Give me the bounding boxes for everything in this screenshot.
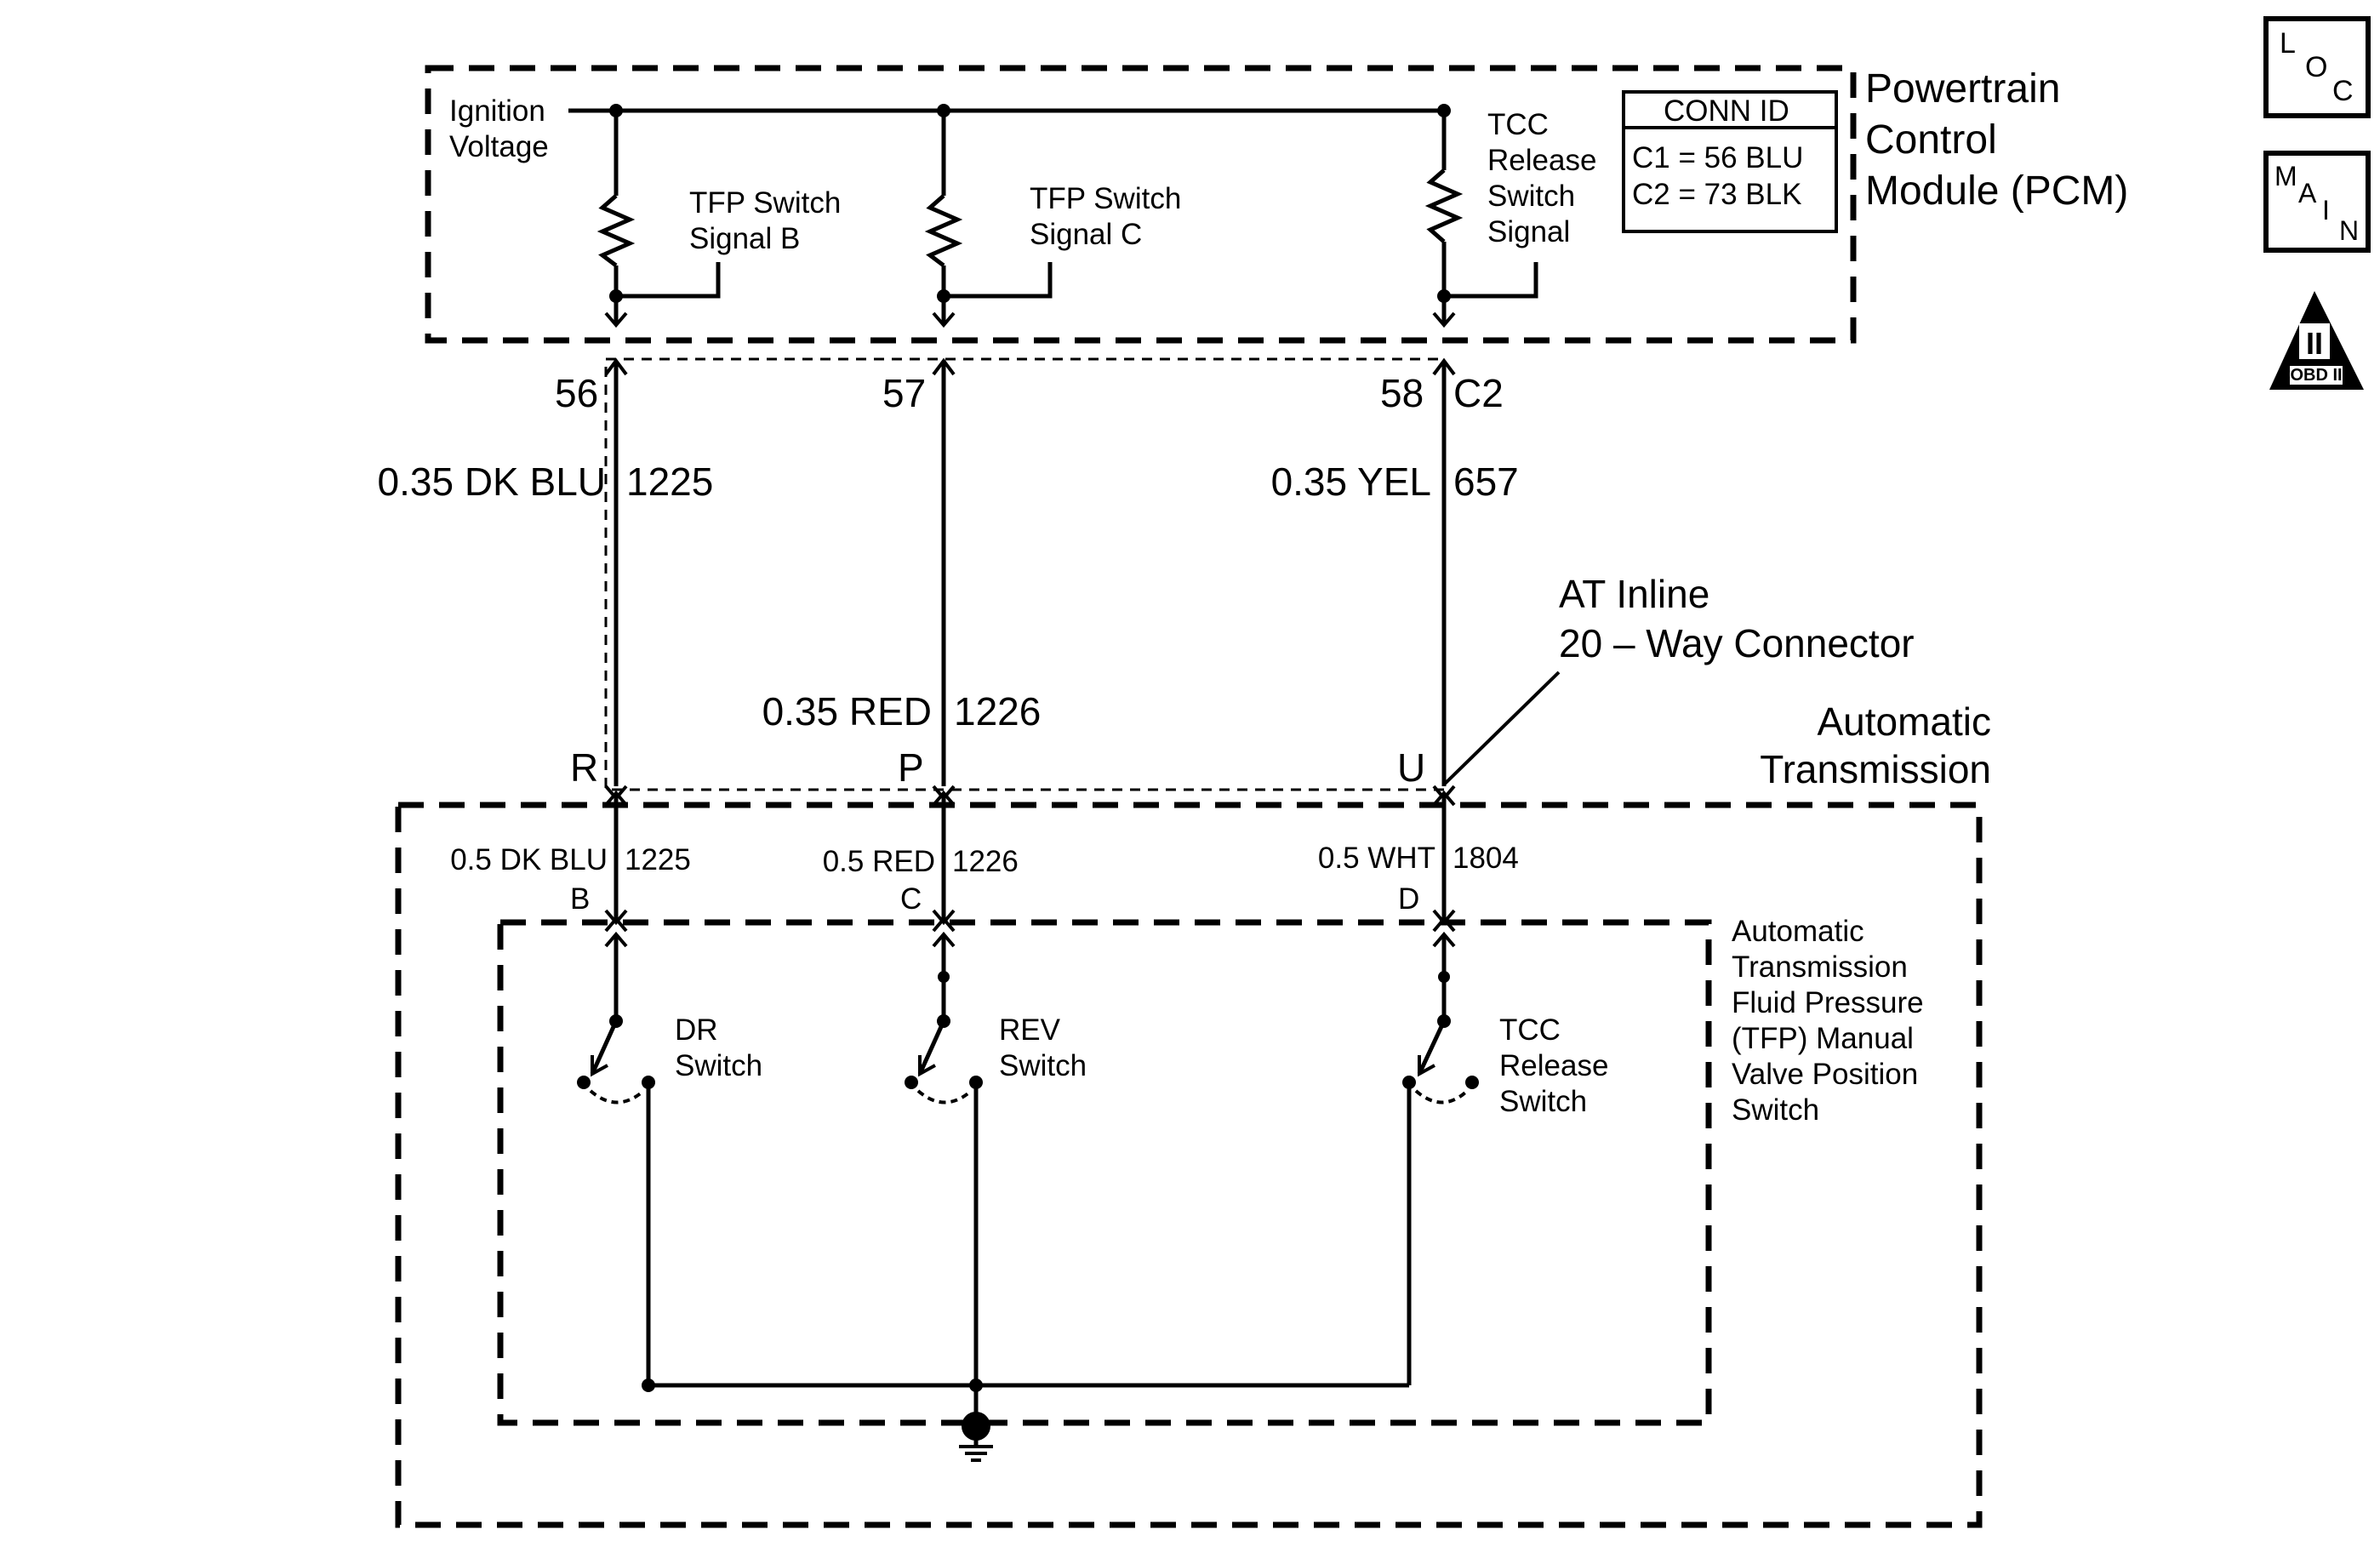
wire-1226-upper-circuit: 1226 bbox=[954, 689, 1041, 733]
wire-1225-upper-circuit: 1225 bbox=[626, 459, 713, 504]
pcm-title: Powertrain Control Module (PCM) bbox=[1865, 66, 2128, 214]
wire-dk-blu-upper-label: 0.35 DK BLU bbox=[378, 459, 606, 504]
svg-text:OBD II: OBD II bbox=[2290, 366, 2342, 385]
conn-id-table: CONN ID C1 = 56 BLU C2 = 73 BLK bbox=[1622, 90, 1838, 233]
svg-text:Valve Position: Valve Position bbox=[1732, 1058, 1918, 1091]
pcm-branch-tcc bbox=[1424, 111, 1538, 328]
svg-text:TFP Switch: TFP Switch bbox=[1030, 182, 1181, 215]
wire-yel-label: 0.35 YEL bbox=[1271, 459, 1431, 504]
svg-text:Automatic: Automatic bbox=[1817, 699, 1991, 744]
svg-text:M: M bbox=[2274, 161, 2297, 191]
tcc-release-signal-label: TCC Release Switch Signal bbox=[1487, 108, 1596, 248]
svg-text:Release: Release bbox=[1487, 144, 1596, 177]
pin-56-label: 56 bbox=[555, 371, 598, 415]
svg-text:Switch: Switch bbox=[675, 1049, 762, 1082]
transmission-boundary bbox=[395, 802, 1983, 1528]
automatic-transmission-label: Automatic Transmission bbox=[1760, 699, 1991, 791]
ground-bus bbox=[642, 1378, 1409, 1423]
inline-pin-r: R bbox=[570, 745, 598, 790]
wire-1225-lower-circuit: 1225 bbox=[625, 843, 691, 876]
connector-c2-label: C2 bbox=[1453, 371, 1504, 415]
svg-text:Transmission: Transmission bbox=[1732, 950, 1908, 984]
svg-text:Switch: Switch bbox=[999, 1049, 1087, 1082]
tfp-switch-boundary bbox=[497, 919, 1712, 1426]
pcm-branch-signal-c bbox=[924, 111, 1053, 328]
pullup-resistor-c bbox=[924, 194, 963, 267]
svg-text:Ignition: Ignition bbox=[449, 94, 545, 128]
svg-text:I: I bbox=[2322, 195, 2330, 225]
inline-pin-p: P bbox=[898, 745, 924, 790]
tfp-switch-label: Automatic Transmission Fluid Pressure (T… bbox=[1732, 915, 1924, 1127]
dr-switch-label: DR Switch bbox=[675, 1013, 762, 1082]
signal-c-label: TFP Switch Signal C bbox=[1030, 182, 1181, 251]
pcm-terminal-b-arrow bbox=[604, 311, 628, 328]
conn-id-row-c2: C2 = 73 BLK bbox=[1632, 178, 1801, 211]
wire-red-upper-label: 0.35 RED bbox=[762, 689, 932, 733]
svg-text:Signal C: Signal C bbox=[1030, 218, 1142, 251]
pcm-terminal-c-arrow bbox=[932, 311, 956, 328]
svg-text:TCC: TCC bbox=[1499, 1013, 1561, 1047]
svg-text:Switch: Switch bbox=[1732, 1093, 1819, 1127]
svg-text:O: O bbox=[2305, 51, 2327, 83]
svg-text:Voltage: Voltage bbox=[449, 130, 549, 163]
svg-text:C: C bbox=[2332, 75, 2354, 107]
pcm-terminal-tcc-arrow bbox=[1432, 311, 1456, 328]
wire-red-lower-label: 0.5 RED bbox=[823, 845, 935, 878]
svg-text:Release: Release bbox=[1499, 1049, 1608, 1082]
tcc-release-switch-label: TCC Release Switch bbox=[1499, 1013, 1608, 1118]
pullup-resistor-tcc bbox=[1424, 168, 1464, 243]
rev-switch-label: REV Switch bbox=[999, 1013, 1087, 1082]
wire-dk-blu-lower-label: 0.5 DK BLU bbox=[450, 843, 608, 876]
pullup-resistor-b bbox=[596, 194, 636, 267]
switch-pin-c: C bbox=[900, 882, 922, 916]
svg-text:REV: REV bbox=[999, 1013, 1061, 1047]
switch-pin-b: B bbox=[570, 882, 590, 916]
at-inline-connector-label: AT Inline 20 – Way Connector bbox=[1442, 572, 1915, 786]
rev-switch bbox=[905, 931, 983, 1385]
pin-57-label: 57 bbox=[882, 371, 926, 415]
conn-id-header: CONN ID bbox=[1664, 94, 1789, 128]
svg-text:20 – Way Connector: 20 – Way Connector bbox=[1559, 621, 1915, 665]
svg-text:Module (PCM): Module (PCM) bbox=[1865, 168, 2128, 214]
svg-text:N: N bbox=[2339, 215, 2359, 246]
svg-text:II: II bbox=[2306, 326, 2323, 361]
tfp-switch-terminals bbox=[604, 909, 1456, 933]
wire-1804-circuit: 1804 bbox=[1453, 842, 1519, 875]
svg-text:Automatic: Automatic bbox=[1732, 915, 1864, 948]
svg-text:AT Inline: AT Inline bbox=[1559, 572, 1709, 616]
svg-text:A: A bbox=[2298, 178, 2317, 208]
pcm-boundary bbox=[425, 65, 1857, 344]
svg-text:TFP Switch: TFP Switch bbox=[689, 186, 841, 220]
signal-b-label: TFP Switch Signal B bbox=[689, 186, 841, 255]
ignition-voltage-label: Ignition Voltage bbox=[449, 94, 549, 163]
loc-icon[interactable]: L O C bbox=[2263, 16, 2371, 118]
svg-text:L: L bbox=[2280, 27, 2296, 60]
conn-id-row-c1: C1 = 56 BLU bbox=[1632, 141, 1803, 174]
wire-wht-label: 0.5 WHT bbox=[1318, 842, 1435, 875]
dr-switch bbox=[577, 931, 655, 1385]
svg-text:(TFP) Manual: (TFP) Manual bbox=[1732, 1022, 1914, 1055]
tcc-release-switch bbox=[1402, 931, 1479, 1385]
svg-text:Signal: Signal bbox=[1487, 215, 1570, 248]
svg-text:Powertrain: Powertrain bbox=[1865, 66, 2060, 111]
svg-text:Control: Control bbox=[1865, 117, 1997, 163]
switch-pin-d: D bbox=[1398, 882, 1419, 916]
svg-text:TCC: TCC bbox=[1487, 108, 1549, 141]
svg-text:Fluid Pressure: Fluid Pressure bbox=[1732, 986, 1924, 1019]
pcm-branch-signal-b bbox=[596, 111, 721, 328]
pin-58-label: 58 bbox=[1380, 371, 1424, 415]
svg-text:Transmission: Transmission bbox=[1760, 747, 1991, 791]
svg-text:Signal B: Signal B bbox=[689, 222, 800, 255]
wire-657-circuit: 657 bbox=[1453, 459, 1519, 504]
main-icon[interactable]: M A I N bbox=[2263, 151, 2371, 253]
obd-ii-icon[interactable]: OBD II II bbox=[2269, 291, 2364, 390]
inline-pin-u: U bbox=[1397, 745, 1425, 790]
svg-text:Switch: Switch bbox=[1499, 1085, 1587, 1118]
wire-1226-lower-circuit: 1226 bbox=[952, 845, 1019, 878]
svg-text:DR: DR bbox=[675, 1013, 718, 1047]
svg-text:Switch: Switch bbox=[1487, 180, 1575, 213]
ground-icon bbox=[959, 1412, 993, 1462]
